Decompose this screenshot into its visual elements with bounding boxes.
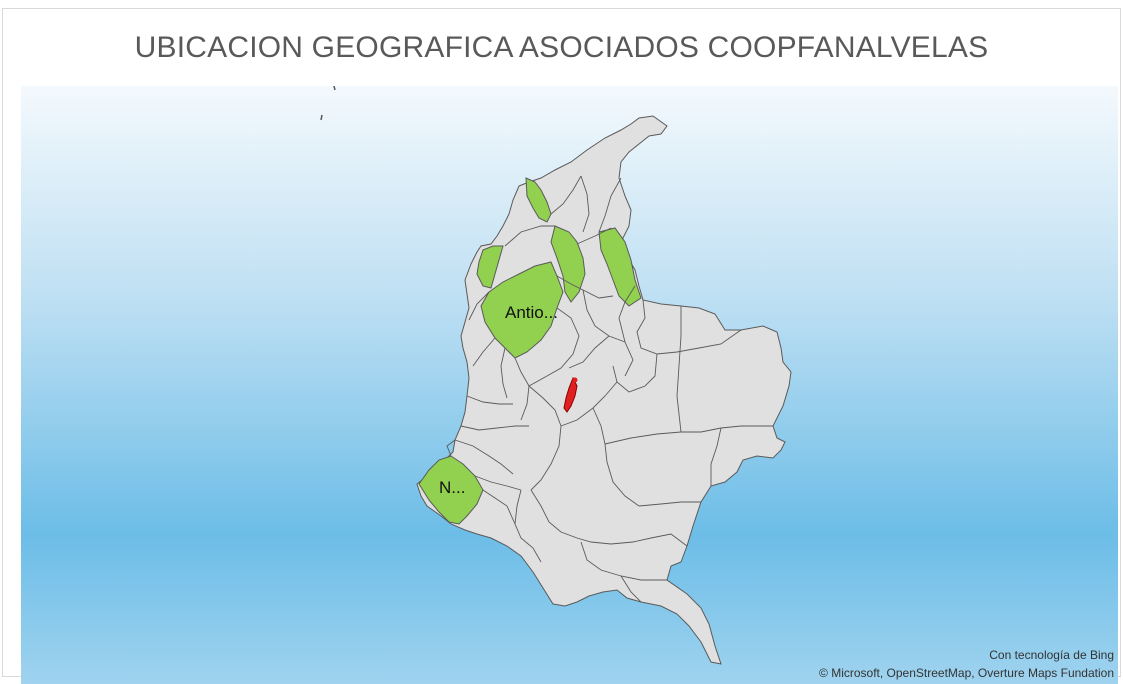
bogota-marker[interactable]: [563, 376, 578, 413]
map-area[interactable]: Antio... N... Con tecnología de Bing © M…: [21, 86, 1118, 684]
region-cordoba[interactable]: [476, 245, 504, 289]
department-borders: [446, 175, 773, 603]
map-chart-frame: UBICACION GEOGRAFICA ASOCIADOS COOPFANAL…: [2, 8, 1121, 684]
region-label-antioquia: Antio...: [505, 303, 558, 322]
bing-attribution: Con tecnología de Bing: [989, 648, 1114, 662]
region-atlantico[interactable]: [525, 177, 552, 223]
region-magdalena[interactable]: [550, 225, 586, 303]
bogota-marker-dot: [572, 377, 578, 383]
region-cesar[interactable]: [598, 227, 642, 307]
region-antioquia[interactable]: [480, 261, 564, 359]
region-narino[interactable]: [418, 455, 484, 525]
island-san-andres: [320, 86, 336, 121]
map-title: UBICACION GEOGRAFICA ASOCIADOS COOPFANAL…: [134, 31, 989, 64]
region-label-narino: N...: [439, 478, 465, 497]
country-colombia[interactable]: [416, 115, 792, 665]
map-copyright: © Microsoft, OpenStreetMap, Overture Map…: [819, 666, 1114, 680]
map-svg[interactable]: Antio... N...: [21, 86, 1118, 684]
